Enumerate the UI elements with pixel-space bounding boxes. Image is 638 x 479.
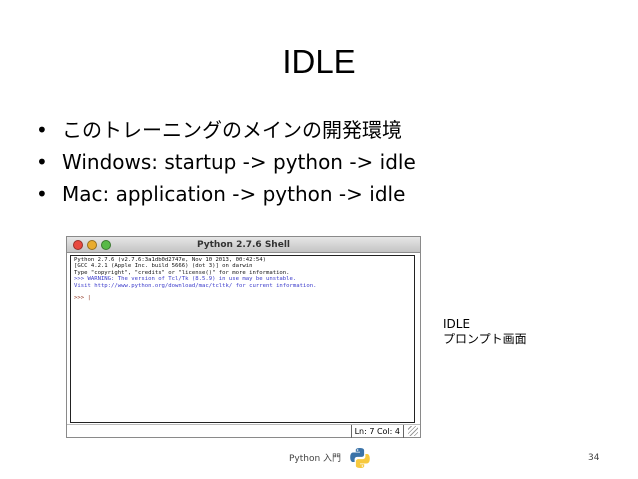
zoom-window-icon[interactable] xyxy=(101,240,111,250)
bullet-list: • このトレーニングのメインの開発環境 • Windows: startup -… xyxy=(30,114,610,210)
footer-label: Python 入門 xyxy=(289,454,342,464)
bullet-dot: • xyxy=(36,150,48,174)
idle-shell-window: Python 2.7.6 Shell Python 2.7.6 (v2.7.6:… xyxy=(66,236,421,438)
bullet-item: • Mac: application -> python -> idle xyxy=(30,178,610,210)
shell-output-line: Type "copyright", "credits" or "license(… xyxy=(74,269,290,276)
bullet-text: Mac: application -> python -> idle xyxy=(62,182,406,206)
page-number: 34 xyxy=(588,453,600,463)
slide-title: IDLE xyxy=(282,43,356,80)
resize-grip-icon[interactable] xyxy=(408,426,418,436)
shell-output-line: Python 2.7.6 (v2.7.6:3a1db0d2747e, Nov 1… xyxy=(74,257,266,263)
bullet-item: • このトレーニングのメインの開発環境 xyxy=(30,114,610,146)
python-logo-icon xyxy=(350,448,370,468)
minimize-window-icon[interactable] xyxy=(87,240,97,250)
bullet-text: Windows: startup -> python -> idle xyxy=(62,150,416,174)
close-window-icon[interactable] xyxy=(73,240,83,250)
bullet-dot: • xyxy=(36,118,48,142)
annotation-line: IDLE xyxy=(443,317,471,331)
shell-text-area[interactable]: Python 2.7.6 (v2.7.6:3a1db0d2747e, Nov 1… xyxy=(70,255,415,423)
bullet-item: • Windows: startup -> python -> idle xyxy=(30,146,610,178)
shell-annotation: IDLE プロンプト画面 xyxy=(443,317,527,347)
status-bar: Ln: 7 Col: 4 xyxy=(67,424,420,438)
shell-prompt[interactable]: >>> | xyxy=(74,295,91,302)
shell-output-line: [GCC 4.2.1 (Apple Inc. build 5666) (dot … xyxy=(74,263,253,270)
window-titlebar[interactable]: Python 2.7.6 Shell xyxy=(67,237,420,253)
window-title: Python 2.7.6 Shell xyxy=(197,240,290,250)
shell-warning-line: Visit http://www.python.org/download/mac… xyxy=(74,282,317,289)
bullet-text: このトレーニングのメインの開発環境 xyxy=(62,118,402,142)
annotation-line: プロンプト画面 xyxy=(443,332,527,346)
shell-warning-line: >>> WARNING: The version of Tcl/Tk (8.5.… xyxy=(74,276,297,283)
cursor-position: Ln: 7 Col: 4 xyxy=(350,425,404,438)
bullet-dot: • xyxy=(36,182,48,206)
